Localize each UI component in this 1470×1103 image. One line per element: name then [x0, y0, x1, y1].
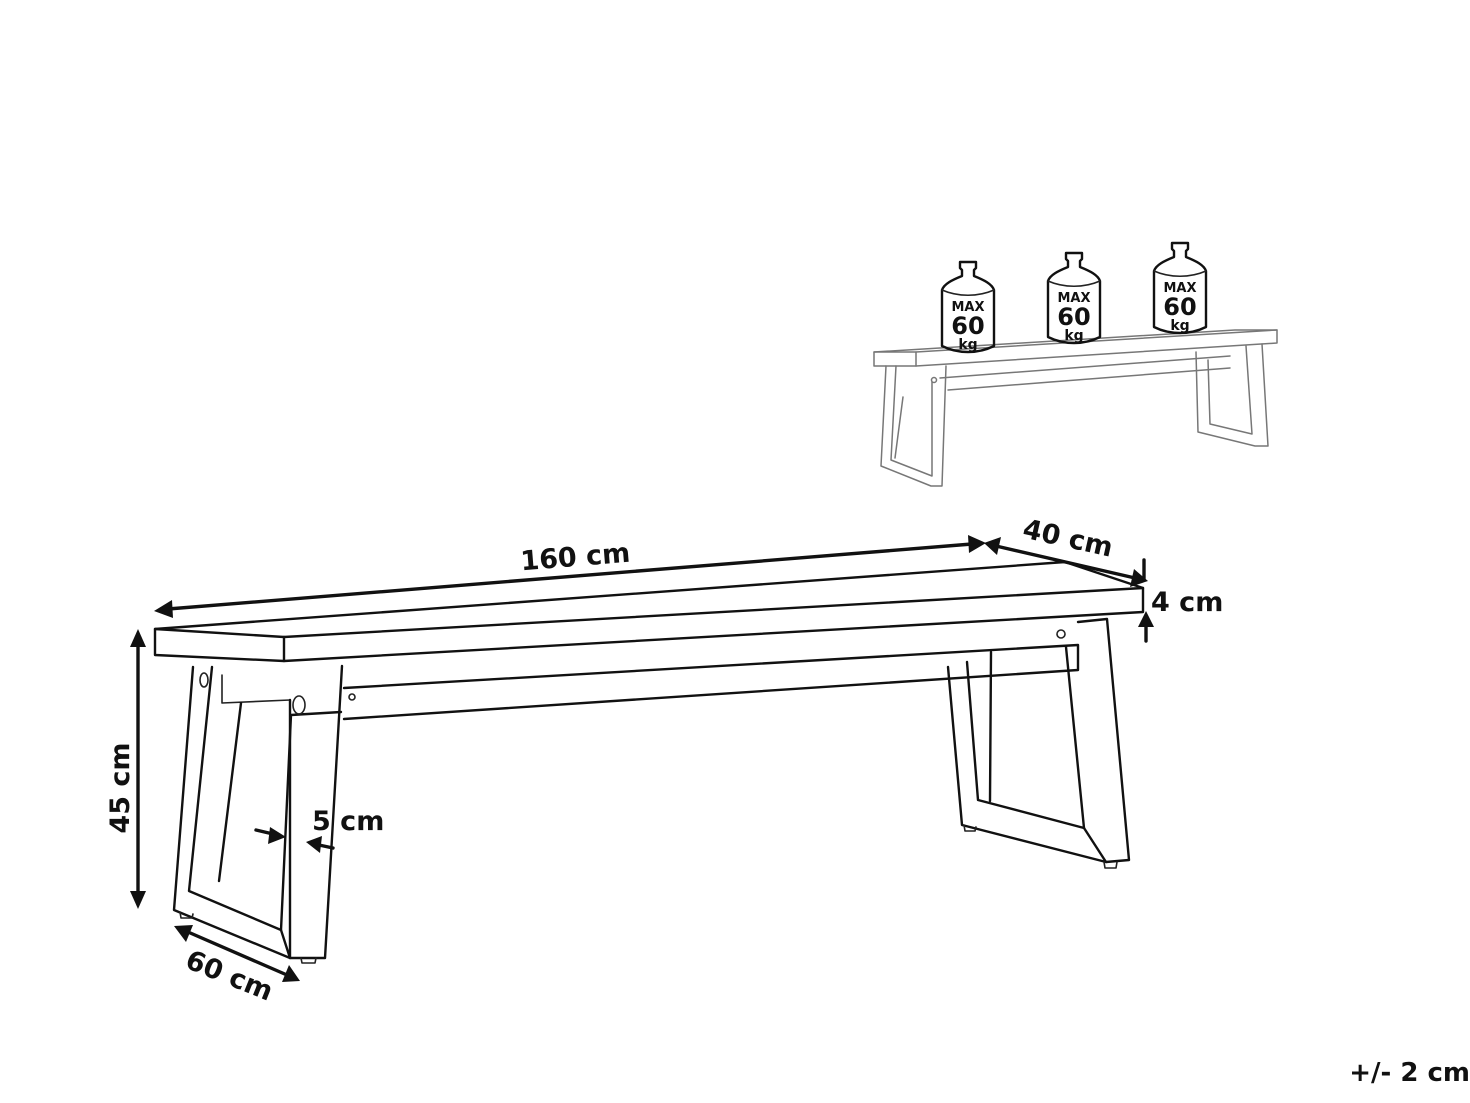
tolerance-note: +/- 2 cm [1349, 1058, 1470, 1088]
top-thickness-label: 4 cm [1151, 587, 1223, 618]
weight-2-unit: kg [1064, 328, 1083, 344]
weight-3-value: 60 [1163, 293, 1196, 321]
bench-seat [153, 560, 1145, 663]
weight-1-value: 60 [951, 312, 984, 340]
weight-icon-3: MAX 60 kg [1152, 241, 1208, 335]
dimension-depth: 40 cm [984, 514, 1148, 587]
weight-1-unit: kg [958, 337, 977, 353]
weight-3-max: MAX [1163, 281, 1196, 296]
leg-depth-label: 60 cm [181, 945, 277, 1008]
weight-1-max: MAX [951, 300, 984, 315]
dimension-length: 160 cm [154, 535, 986, 618]
bench-drawing [153, 560, 1145, 964]
weight-icon-1: MAX 60 kg [940, 260, 996, 354]
weight-3-unit: kg [1170, 318, 1189, 334]
weight-2-max: MAX [1057, 291, 1090, 306]
leg-thickness-label: 5 cm [312, 806, 384, 837]
dimension-top-thickness: 4 cm [1138, 587, 1223, 643]
weight-2-value: 60 [1057, 303, 1090, 331]
load-capacity-bench [873, 329, 1278, 487]
weight-icon-2: MAX 60 kg [1046, 251, 1102, 345]
dimension-leg-thickness: 5 cm [254, 806, 384, 853]
bench-leg-right [946, 617, 1131, 864]
dimension-height: 45 cm [105, 629, 146, 909]
dimension-leg-depth: 60 cm [174, 925, 300, 1008]
height-label: 45 cm [105, 742, 136, 833]
bench-apron [342, 643, 1080, 721]
